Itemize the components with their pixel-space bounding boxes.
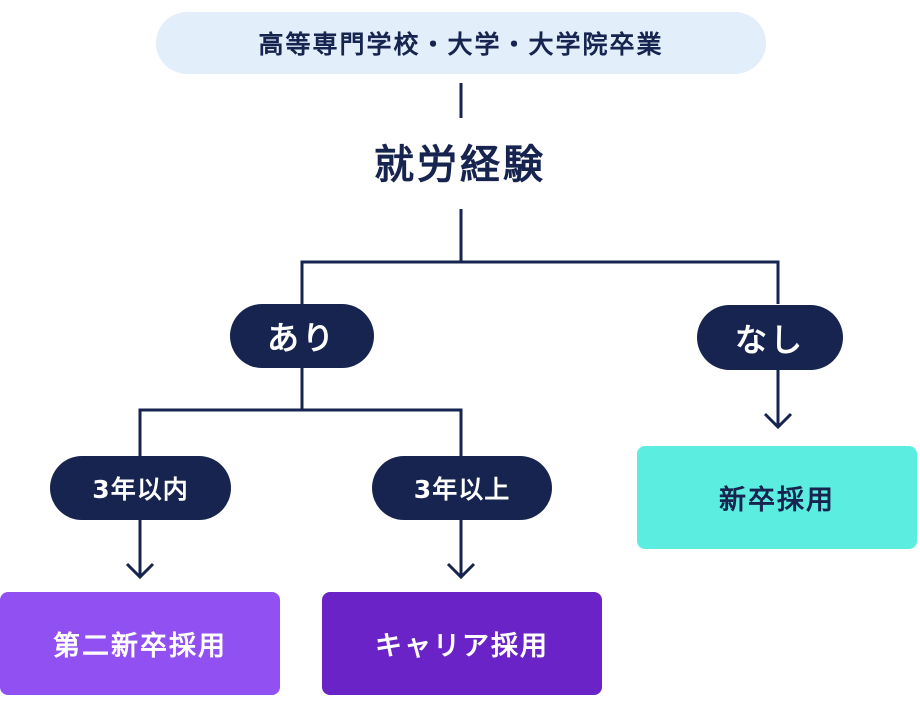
- branch-nashi-pill: なし: [697, 305, 843, 370]
- connector-ari-to-subs: [138, 368, 304, 456]
- over-3-years-pill: 3年以上: [372, 456, 552, 520]
- result-new-grad-hire: 新卒採用: [637, 446, 917, 549]
- graduation-requirement-pill: 高等専門学校・大学・大学院卒業: [156, 12, 766, 74]
- connector-root-to-branches: [300, 209, 463, 304]
- within-3-years-pill: 3年以内: [50, 456, 231, 520]
- connector-ari-to-3-plus: [302, 408, 463, 456]
- work-experience-heading: 就労経験: [374, 142, 546, 188]
- arrowhead-to-new-grad: [763, 412, 793, 430]
- arrowhead-to-career: [446, 562, 476, 580]
- result-second-new-grad: 第二新卒採用: [0, 592, 280, 695]
- connector-root-to-nashi: [461, 260, 780, 304]
- arrowhead-to-second-new-grad: [125, 562, 155, 580]
- result-career-hire: キャリア採用: [322, 592, 602, 695]
- branch-ari-pill: あり: [230, 304, 374, 368]
